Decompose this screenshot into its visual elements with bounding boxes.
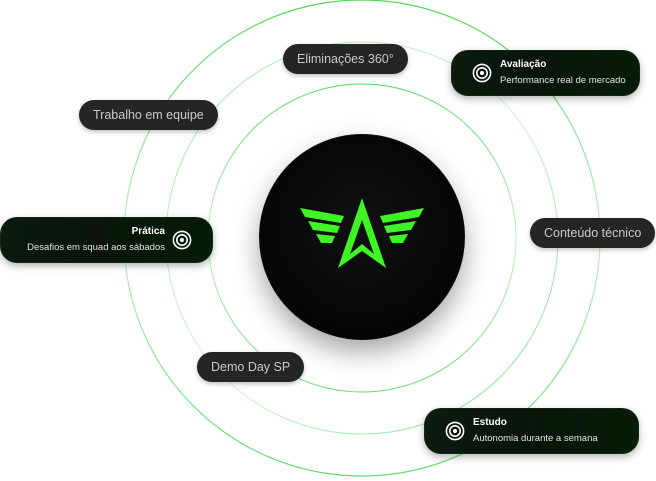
tag-trabalho-em-equipe: Trabalho em equipe bbox=[79, 100, 218, 130]
tag-conteudo-tecnico: Conteúdo técnico bbox=[530, 218, 656, 248]
card-title: Estudo bbox=[473, 417, 507, 428]
card-description: Autonomia durante a semana bbox=[473, 433, 598, 444]
card-pratica: Prática Desafios em squad aos sábados bbox=[0, 217, 213, 263]
card-avaliacao: Avaliação Performance real de mercado bbox=[451, 50, 640, 96]
card-description: Performance real de mercado bbox=[500, 75, 626, 86]
logo-disc bbox=[259, 134, 465, 340]
card-title: Avaliação bbox=[500, 59, 547, 70]
tag-eliminacoes-360: Eliminações 360° bbox=[283, 44, 408, 74]
card-estudo: Estudo Autonomia durante a semana bbox=[424, 408, 639, 454]
target-icon bbox=[472, 63, 492, 83]
tag-demo-day-sp: Demo Day SP bbox=[197, 352, 305, 382]
target-icon bbox=[172, 230, 192, 250]
target-icon bbox=[445, 421, 465, 441]
card-description: Desafios em squad aos sábados bbox=[27, 242, 165, 253]
card-title: Prática bbox=[131, 226, 165, 237]
winged-arrow-logo-icon bbox=[300, 198, 424, 268]
